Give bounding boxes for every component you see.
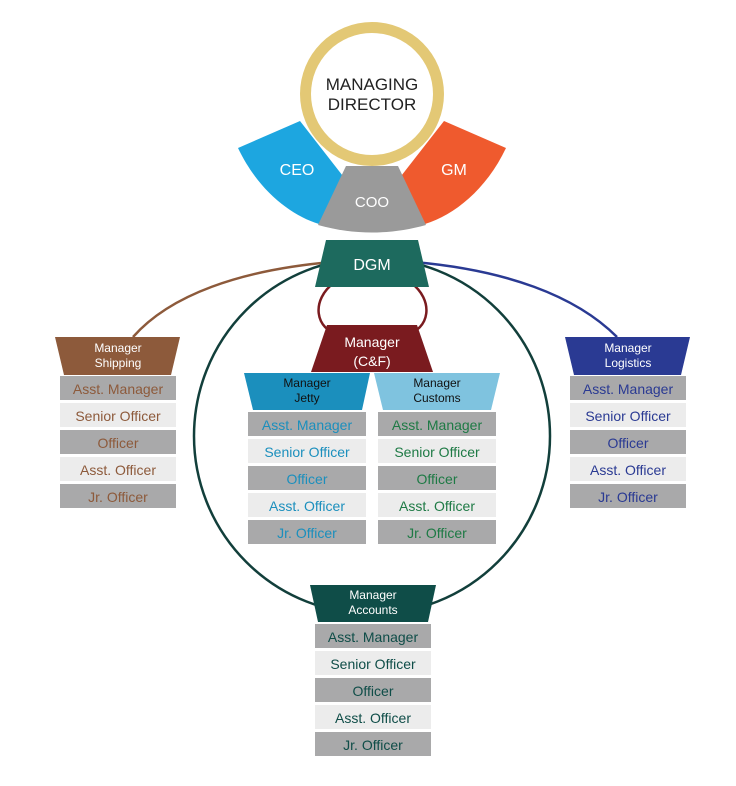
- accounts-row-bg: [315, 678, 431, 702]
- jetty-row-bg: [248, 412, 366, 436]
- jetty-department: Manager Jetty Asst. Manager Senior Offic…: [244, 373, 370, 544]
- shipping-row-bg: [60, 376, 176, 400]
- accounts-title-line1: Manager: [349, 588, 396, 602]
- customs-header: [374, 373, 500, 410]
- gm-segment: [398, 121, 506, 224]
- shipping-row: Asst. Manager: [73, 381, 164, 397]
- customs-title-line1: Manager: [413, 376, 460, 390]
- logistics-title-line2: Logistics: [605, 356, 652, 370]
- jetty-row-bg: [248, 466, 366, 490]
- logistics-row: Asst. Officer: [590, 462, 666, 478]
- logistics-connector: [413, 260, 618, 338]
- dgm-box: [315, 240, 429, 287]
- customs-row: Jr. Officer: [407, 525, 467, 541]
- shipping-row-bg: [60, 403, 176, 427]
- shipping-row: Asst. Officer: [80, 462, 156, 478]
- logistics-row-bg: [570, 457, 686, 481]
- gm-label: GM: [441, 162, 467, 179]
- customs-title-line2: Customs: [413, 391, 460, 405]
- accounts-row-bg: [315, 732, 431, 756]
- cnf-box: [311, 325, 433, 372]
- logistics-title-line1: Manager: [604, 341, 651, 355]
- shipping-row: Officer: [98, 435, 139, 451]
- shipping-row-bg: [60, 484, 176, 508]
- shipping-connector: [132, 260, 333, 338]
- logistics-row: Officer: [608, 435, 649, 451]
- jetty-title-line2: Jetty: [294, 391, 319, 405]
- customs-row-bg: [378, 439, 496, 463]
- shipping-row-bg: [60, 430, 176, 454]
- accounts-row: Officer: [353, 683, 394, 699]
- customs-row: Asst. Manager: [392, 417, 483, 433]
- shipping-row: Senior Officer: [75, 408, 161, 424]
- org-circle: [192, 256, 552, 616]
- dgm-label: DGM: [353, 257, 390, 274]
- cnf-label-line1: Manager: [344, 334, 400, 350]
- shipping-title-line1: Manager: [94, 341, 141, 355]
- shipping-row: Jr. Officer: [88, 489, 148, 505]
- customs-row-bg: [378, 493, 496, 517]
- logistics-row: Senior Officer: [585, 408, 671, 424]
- cnf-label-line2: (C&F): [353, 353, 390, 369]
- shipping-row-bg: [60, 457, 176, 481]
- logistics-row-bg: [570, 484, 686, 508]
- customs-row: Senior Officer: [394, 444, 480, 460]
- shipping-department: Manager Shipping Asst. Manager Senior Of…: [55, 337, 180, 508]
- managing-director-inner: [311, 33, 433, 155]
- jetty-row-bg: [248, 493, 366, 517]
- accounts-header: [310, 585, 436, 622]
- ceo-segment: [238, 121, 346, 224]
- customs-row: Asst. Officer: [399, 498, 475, 514]
- managing-director-line1: MANAGING: [326, 75, 419, 94]
- accounts-row: Jr. Officer: [343, 737, 403, 753]
- customs-department: Manager Customs Asst. Manager Senior Off…: [374, 373, 500, 544]
- logistics-department: Manager Logistics Asst. Manager Senior O…: [565, 337, 690, 508]
- jetty-row-bg: [248, 439, 366, 463]
- shipping-header: [55, 337, 180, 375]
- accounts-row-bg: [315, 705, 431, 729]
- jetty-title-line1: Manager: [283, 376, 330, 390]
- logistics-row-bg: [570, 430, 686, 454]
- accounts-department: Manager Accounts Asst. Manager Senior Of…: [310, 585, 436, 756]
- coo-label: COO: [355, 194, 389, 211]
- jetty-row: Senior Officer: [264, 444, 350, 460]
- logistics-row-bg: [570, 376, 686, 400]
- jetty-row-bg: [248, 520, 366, 544]
- customs-row-bg: [378, 520, 496, 544]
- accounts-title-line2: Accounts: [348, 603, 397, 617]
- logistics-row: Jr. Officer: [598, 489, 658, 505]
- accounts-row-bg: [315, 651, 431, 675]
- ceo-label: CEO: [280, 162, 315, 179]
- accounts-row: Asst. Officer: [335, 710, 411, 726]
- customs-row-bg: [378, 466, 496, 490]
- jetty-header: [244, 373, 370, 410]
- accounts-row: Asst. Manager: [328, 629, 419, 645]
- jetty-row: Officer: [287, 471, 328, 487]
- logistics-header: [565, 337, 690, 375]
- accounts-row: Senior Officer: [330, 656, 416, 672]
- jetty-row: Asst. Manager: [262, 417, 353, 433]
- jetty-row: Jr. Officer: [277, 525, 337, 541]
- customs-row-bg: [378, 412, 496, 436]
- managing-director-line2: DIRECTOR: [328, 95, 416, 114]
- logistics-row: Asst. Manager: [583, 381, 674, 397]
- customs-row: Officer: [417, 471, 458, 487]
- accounts-row-bg: [315, 624, 431, 648]
- logistics-row-bg: [570, 403, 686, 427]
- shipping-title-line2: Shipping: [95, 356, 142, 370]
- jetty-row: Asst. Officer: [269, 498, 345, 514]
- coo-segment: [318, 166, 426, 233]
